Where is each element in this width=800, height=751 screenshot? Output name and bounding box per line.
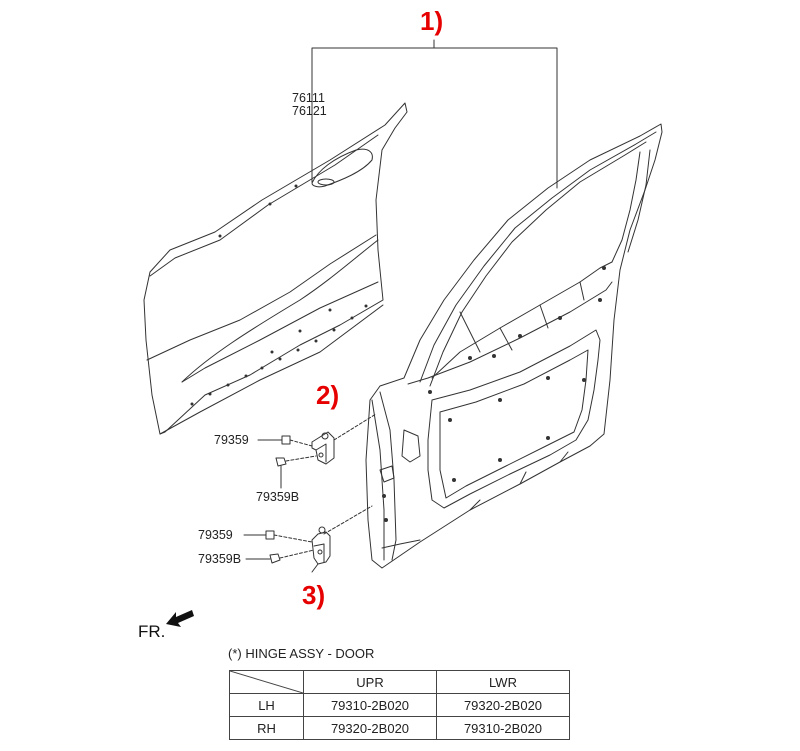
upper-hinge [311, 413, 377, 465]
direction-label: FR. [138, 622, 166, 641]
lower-bolt-79359B [245, 549, 315, 564]
table-cell-lwr: 79310-2B020 [436, 716, 570, 740]
lower-hinge [311, 505, 373, 573]
table-cell-side: LH [229, 693, 304, 717]
door-frame [365, 123, 663, 569]
part-number-bolt-upper-b: 79359B [256, 490, 300, 504]
hinge-legend: (*) HINGE ASSY - DOOR [228, 646, 375, 661]
hinge-table: UPR LWR LH 79310-2B020 79320-2B020 RH 79… [229, 670, 570, 740]
table-cell-upr: 79310-2B020 [303, 693, 437, 717]
upper-bolt-79359 [257, 435, 313, 447]
part-number-bolt-upper: 79359 [214, 433, 249, 447]
table-cell-lwr: 79320-2B020 [436, 693, 570, 717]
part-number-bolt-lower-b: 79359B [198, 552, 242, 566]
door-outer-panel [143, 102, 408, 435]
callout-3: 3) [302, 580, 326, 610]
arrow-icon [166, 610, 194, 627]
lower-bolt-79359 [243, 530, 313, 543]
part-number-bolt-lower: 79359 [198, 528, 233, 542]
part-number-door-a: 76111 [292, 91, 325, 105]
upper-bolt-79359B [275, 455, 317, 489]
table-header-upr: UPR [303, 670, 437, 694]
callout-2: 2) [316, 380, 340, 410]
table-row: LH 79310-2B020 79320-2B020 [229, 693, 570, 717]
table-header-lwr: LWR [436, 670, 570, 694]
table-corner-cell [229, 670, 304, 694]
part-number-door-b: 76121 [292, 104, 327, 118]
table-row: RH 79320-2B020 79310-2B020 [229, 716, 570, 740]
table-cell-upr: 79320-2B020 [303, 716, 437, 740]
table-header-row: UPR LWR [229, 670, 570, 694]
table-cell-side: RH [229, 716, 304, 740]
callout-1-leader [311, 39, 558, 189]
callout-1: 1) [420, 6, 444, 36]
